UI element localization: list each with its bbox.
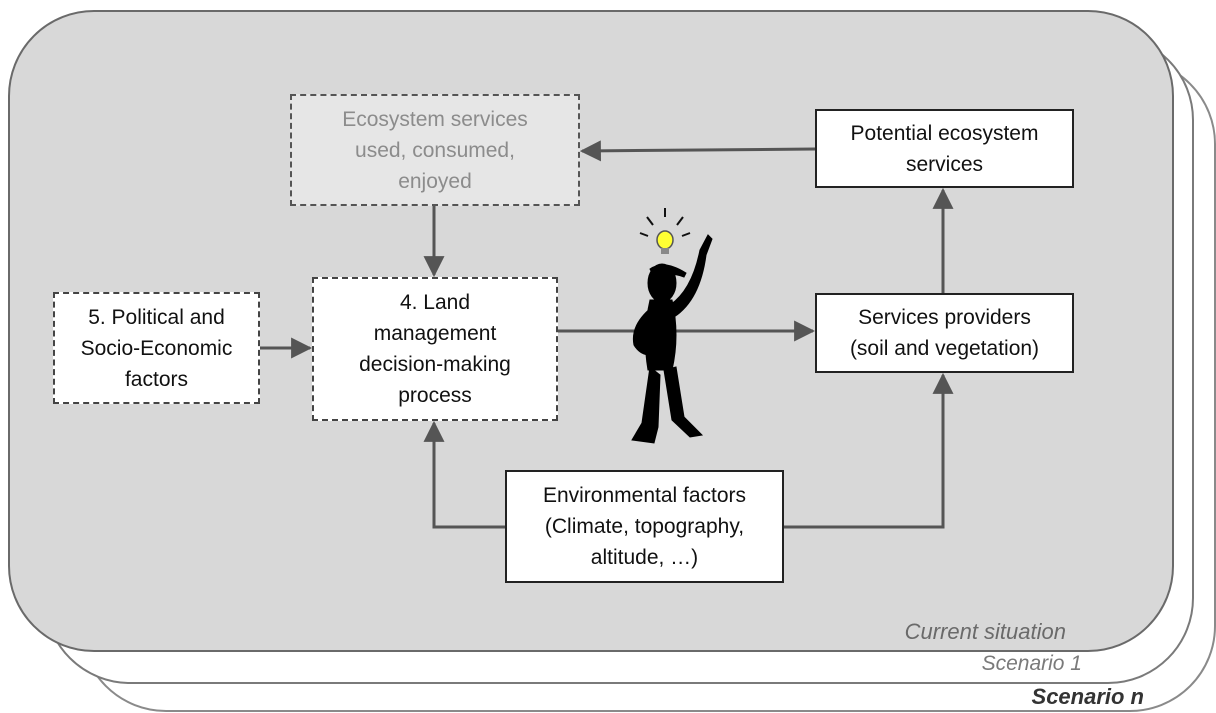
arrow-env-to-land	[423, 420, 505, 529]
ecosystem-services-used-box: Ecosystem services used, consumed, enjoy…	[290, 94, 580, 206]
scenario-1-label: Scenario 1	[981, 652, 1082, 675]
services-providers-box: Services providers (soil and vegetation)	[815, 293, 1074, 373]
land-management-decision-box: 4. Land management decision-making proce…	[312, 277, 558, 421]
scenario-n-label: Scenario n	[1031, 684, 1144, 709]
thinking-person-icon	[631, 208, 713, 444]
political-socio-economic-box: 5. Political and Socio-Economic factors	[53, 292, 260, 404]
environmental-factors-box: Environmental factors (Climate, topograp…	[505, 470, 784, 583]
lightbulb-icon	[639, 208, 691, 254]
current-situation-label: Current situation	[904, 619, 1066, 644]
arrow-env-to-providers	[784, 372, 954, 529]
arrow-potential-to-eco-used	[579, 140, 816, 162]
potential-ecosystem-services-box: Potential ecosystem services	[815, 109, 1074, 188]
